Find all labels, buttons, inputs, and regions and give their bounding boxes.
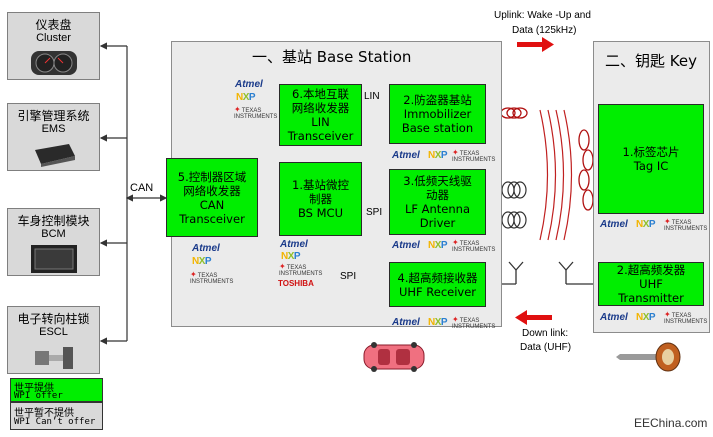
legend-offer-en: WPI offer — [14, 391, 63, 401]
atmel-logo: Atmel — [392, 150, 420, 161]
ecu-label-en: EMS — [41, 123, 66, 135]
block-line: 制器 — [309, 192, 332, 206]
block-line: 网络收发器 — [291, 101, 350, 115]
block-line: LF Antenna — [404, 202, 471, 216]
ecu-label-zh: 引擎管理系统 — [17, 109, 90, 123]
block-line: Base station — [401, 121, 474, 135]
downlink-label-line1: Down link: — [522, 328, 569, 339]
block-line: Transceiver — [179, 211, 245, 226]
base-station-title: 一、基站 Base Station — [252, 48, 412, 66]
nxp-logo: NXP — [636, 219, 656, 230]
ecu-label-en: BCM — [41, 228, 66, 240]
uplink-label-line2: Data (125kHz) — [512, 25, 577, 36]
legend-offer-zh: 世平提供 — [14, 383, 54, 394]
atmel-logo: Atmel — [192, 243, 220, 254]
atmel-logo: Atmel — [235, 79, 263, 90]
ems-module-icon — [35, 144, 75, 167]
atmel-logo: Atmel — [600, 219, 628, 230]
rf-field-arcs — [539, 109, 573, 241]
ti-logo: TEXAS INSTRUMENTS — [452, 317, 495, 330]
block-line: Transmitter — [618, 291, 684, 305]
car-icon — [363, 342, 425, 372]
tag-ic-block: 1.标签芯片 Tag IC — [598, 104, 704, 214]
atmel-logo: Atmel — [600, 312, 628, 323]
key-coil-icon — [578, 129, 594, 211]
nxp-logo: NXP — [636, 312, 656, 323]
immobilizer-base-station-block: 2.防盗器基站 Immobilizer Base station — [389, 84, 486, 144]
key-title: 二、钥匙 Key — [605, 52, 697, 70]
dashboard-icon — [31, 51, 77, 75]
lin-link-label: LIN — [364, 91, 380, 102]
uplink-label-line1: Uplink: Wake -Up and — [494, 10, 591, 21]
block-line: 网络收发器 — [183, 183, 241, 198]
block-line: LIN — [311, 115, 330, 129]
legend-not-zh: 世平暂不提供 — [14, 408, 74, 419]
antenna-icon — [486, 261, 598, 285]
block-line: 4.超高频接收器 — [397, 270, 478, 285]
block-line: 2.超高频发器 — [616, 263, 686, 277]
block-line: Transceiver — [287, 129, 354, 143]
atmel-logo: Atmel — [392, 317, 420, 328]
block-line: 动器 — [426, 188, 449, 202]
uplink-arrow-icon — [517, 37, 554, 52]
nxp-logo: NXP — [192, 256, 212, 267]
lin-transceiver-block: 6.本地互联 网络收发器 LIN Transceiver — [279, 84, 362, 146]
toshiba-logo: TOSHIBA — [278, 279, 314, 288]
ti-logo: TEXAS INSTRUMENTS — [190, 272, 233, 285]
block-line: 2.防盗器基站 — [403, 93, 472, 107]
downlink-arrow-icon — [515, 310, 552, 325]
downlink-label-line2: Data (UHF) — [520, 342, 572, 353]
ti-logo: TEXAS INSTRUMENTS — [452, 240, 495, 253]
nxp-logo: NXP — [236, 92, 256, 103]
watermark: EEChina.com — [634, 416, 708, 430]
lf-antenna-driver-block: 3.低频天线驱 动器 LF Antenna Driver — [389, 169, 486, 235]
ecu-escl: 电子转向柱锁 ESCL — [7, 306, 100, 374]
ecu-cluster: 仪表盘 Cluster — [7, 12, 100, 80]
ti-logo: TEXAS INSTRUMENTS — [234, 107, 277, 120]
can-transceiver-block: 5.控制器区域 网络收发器 CAN Transceiver — [166, 158, 258, 237]
block-line: CAN — [199, 197, 225, 212]
block-line: Tag IC — [633, 159, 669, 173]
bcm-module-icon — [31, 245, 77, 273]
ti-logo: TEXAS INSTRUMENTS — [452, 150, 495, 163]
block-line: BS MCU — [297, 206, 343, 220]
ecu-label-zh: 车身控制模块 — [17, 214, 90, 228]
bs-mcu-block: 1.基站微控 制器 BS MCU — [279, 162, 362, 236]
block-line: 1.基站微控 — [292, 178, 349, 192]
ecu-label-zh: 仪表盘 — [35, 18, 72, 32]
car-key-icon — [616, 342, 681, 372]
ecu-ems: 引擎管理系统 EMS — [7, 103, 100, 171]
block-line: Immobilizer — [403, 107, 472, 121]
spi-link-label: SPI — [340, 271, 357, 282]
block-line: Driver — [419, 216, 456, 230]
nxp-logo: NXP — [428, 240, 448, 251]
nxp-logo: NXP — [428, 150, 448, 161]
ti-logo: TEXAS INSTRUMENTS — [664, 312, 707, 325]
block-line: UHF Receiver — [398, 284, 477, 299]
ecu-bcm: 车身控制模块 BCM — [7, 208, 100, 276]
block-line: 5.控制器区域 — [177, 169, 247, 184]
atmel-logo: Atmel — [280, 239, 308, 250]
legend-offer: 世平提供 WPI offer — [10, 378, 103, 402]
uhf-transmitter-block: 2.超高频发器 UHF Transmitter — [598, 262, 704, 306]
ecu-label-zh: 电子转向柱锁 — [17, 312, 90, 326]
ecu-label-en: Cluster — [36, 32, 71, 44]
nxp-logo: NXP — [428, 317, 448, 328]
can-bus-label: CAN — [130, 182, 154, 194]
ecu-label-en: ESCL — [39, 326, 68, 338]
uhf-receiver-block: 4.超高频接收器 UHF Receiver — [389, 262, 486, 307]
block-line: 6.本地互联 — [292, 87, 349, 101]
steering-lock-icon — [35, 347, 73, 369]
ti-logo: TEXAS INSTRUMENTS — [664, 219, 707, 232]
atmel-logo: Atmel — [392, 240, 420, 251]
block-line: 3.低频天线驱 — [403, 174, 472, 188]
legend-not-en: WPI Can’t offer — [14, 417, 96, 427]
ti-logo: TEXAS INSTRUMENTS — [279, 264, 322, 277]
block-line: 1.标签芯片 — [622, 145, 680, 159]
legend-not-offer: 世平暂不提供 WPI Can’t offer — [10, 402, 103, 430]
nxp-logo: NXP — [281, 251, 301, 262]
spi-link-label: SPI — [366, 207, 383, 218]
block-line: UHF — [639, 277, 663, 291]
